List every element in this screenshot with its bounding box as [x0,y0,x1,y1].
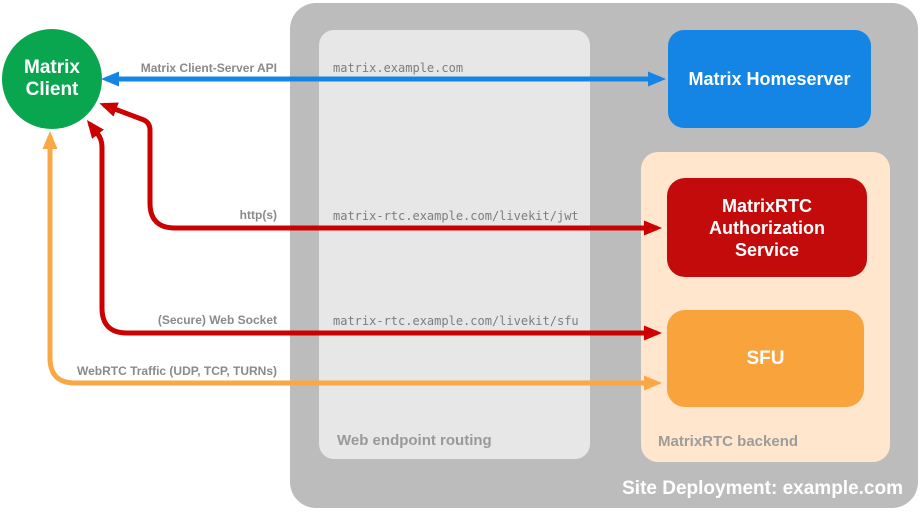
matrixrtc-authorization-service-label: MatrixRTC Authorization Service [709,195,825,260]
matrix-homeserver-box: Matrix Homeserver [668,30,871,128]
matrixrtc-backend-caption: MatrixRTC backend [658,433,799,450]
web-endpoint-routing-box: matrix.example.com matrix-rtc.example.co… [319,30,590,459]
endpoint-matrix: matrix.example.com [333,61,464,75]
matrixrtc-backend-container: MatrixRTC Authorization Service SFU Matr… [641,152,890,462]
sfu-label: SFU [746,347,785,369]
web-endpoint-routing-caption: Web endpoint routing [337,432,492,449]
matrix-client-label-line2: Client [25,79,79,100]
sfu-box: SFU [667,310,864,407]
endpoint-livekit-jwt: matrix-rtc.example.com/livekit/jwt [333,209,579,223]
edge-label-https: http(s) [239,208,277,222]
matrix-homeserver-label: Matrix Homeserver [688,68,851,89]
matrix-client-label-line1: Matrix [24,57,80,78]
matrixrtc-authorization-service-box: MatrixRTC Authorization Service [667,178,867,277]
edge-label-webrtc: WebRTC Traffic (UDP, TCP, TURNs) [76,364,277,378]
endpoint-livekit-sfu: matrix-rtc.example.com/livekit/sfu [333,314,579,328]
edge-label-client-server-api: Matrix Client-Server API [140,61,277,75]
matrix-client-node: Matrix Client [2,29,102,129]
site-deployment-caption: Site Deployment: example.com [622,478,903,499]
edge-label-websocket: (Secure) Web Socket [157,313,277,327]
site-deployment-container: matrix.example.com matrix-rtc.example.co… [290,3,918,508]
